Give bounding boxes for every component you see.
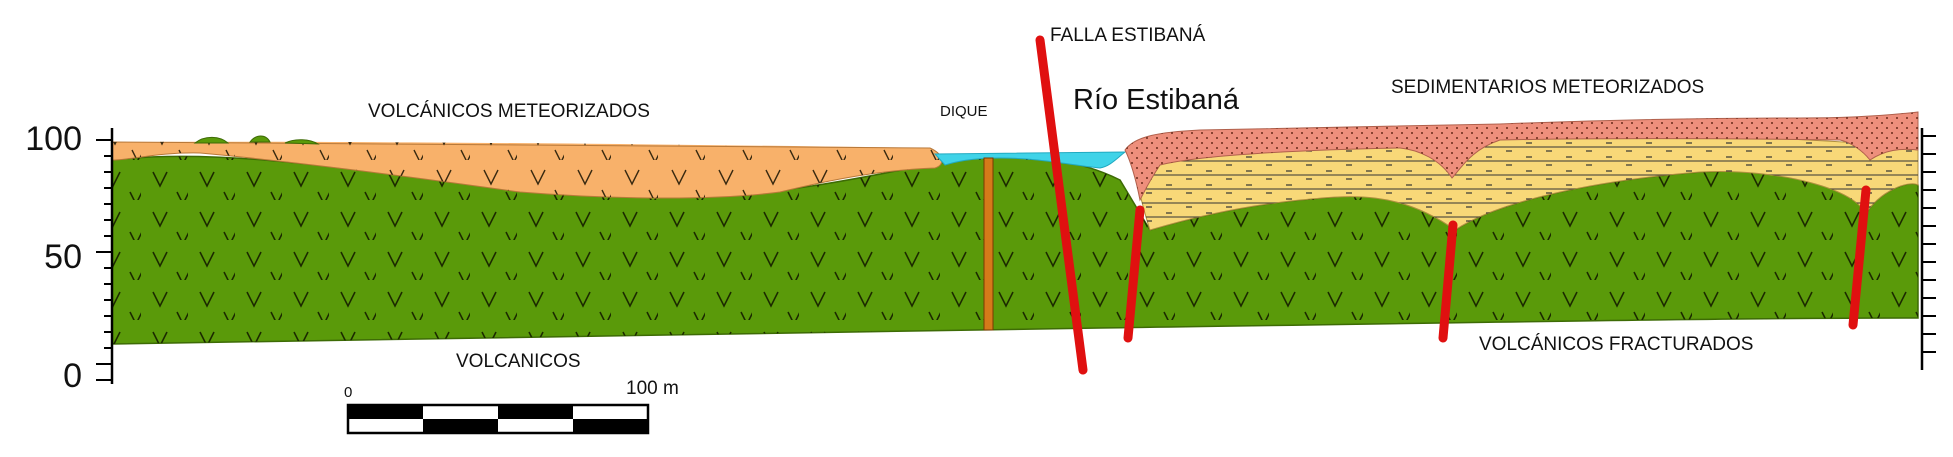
volcanicos-fracturados-label: VOLCÁNICOS FRACTURADOS: [1479, 334, 1753, 355]
fault-line-3: [1438, 220, 1458, 343]
sedimentarios-meteorizados-label: SEDIMENTARIOS METEORIZADOS: [1391, 77, 1704, 98]
fault-line-2: [1123, 205, 1145, 343]
elevation-axis: 0 50 100: [25, 120, 114, 395]
tick-label-0: 0: [63, 357, 82, 395]
scale-bar-end-label: 100 m: [626, 378, 679, 399]
rio-estibana-label: Río Estibaná: [1073, 84, 1240, 116]
dique-label: DIQUE: [940, 103, 988, 120]
dike-intrusion: [983, 157, 994, 331]
scale-bar-start-label: 0: [344, 384, 352, 401]
volcanicos-label: VOLCANICOS: [456, 351, 581, 372]
fault-line-4: [1848, 185, 1871, 330]
tick-label-100: 100: [25, 120, 82, 158]
right-axis: [1920, 128, 1936, 370]
volcanicos-meteorizados-label: VOLCÁNICOS METEORIZADOS: [368, 101, 650, 122]
scale-bar: 0 100 m: [344, 378, 679, 435]
falla-estibana-fault: [1035, 35, 1088, 375]
falla-estibana-label: FALLA ESTIBANÁ: [1050, 25, 1206, 46]
tick-label-50: 50: [44, 238, 82, 276]
